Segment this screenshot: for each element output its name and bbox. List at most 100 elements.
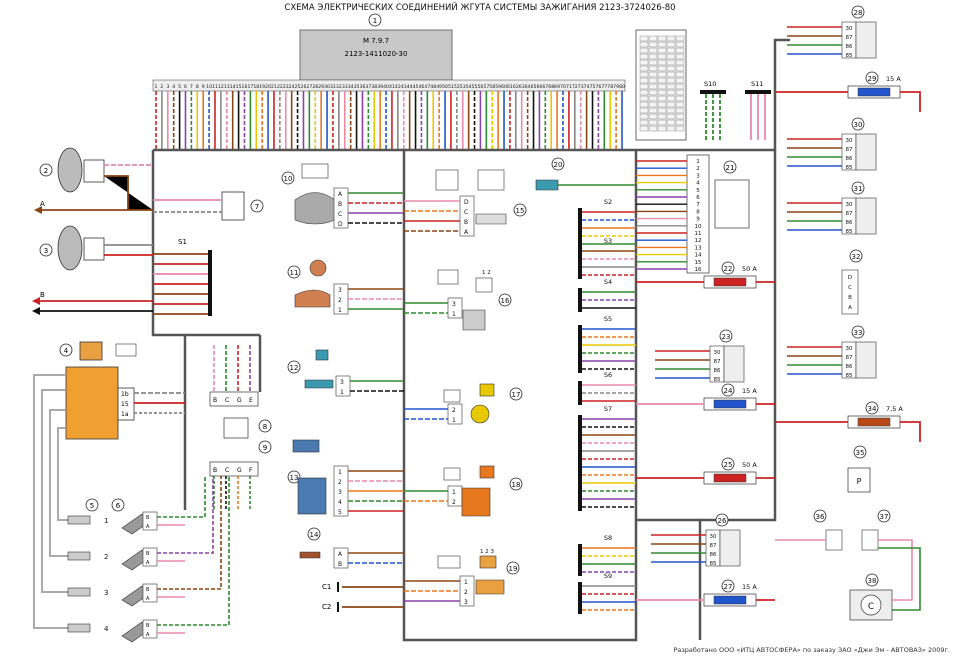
svg-text:A: A — [40, 200, 45, 208]
pin-a: A — [146, 524, 150, 530]
svg-text:B: B — [213, 397, 217, 404]
connector-19-plug — [437, 555, 461, 569]
pinout-cell — [675, 101, 685, 108]
ecu-pin-42: 42 — [395, 84, 401, 90]
connector-21-pin: 16 — [695, 267, 702, 273]
svg-text:21: 21 — [726, 164, 735, 172]
callout-28-label: 28 — [854, 9, 863, 17]
relay-33-body — [855, 341, 877, 379]
pinout-cell — [666, 83, 676, 90]
pinout-cell — [657, 53, 667, 60]
relay-pin: 85 — [710, 561, 717, 567]
connector-17-socket — [479, 383, 495, 397]
splice-s2-bus — [578, 208, 582, 248]
callout-37 — [877, 509, 891, 523]
ecu-pin-20: 20 — [265, 84, 271, 90]
splice-s1: S1 — [153, 238, 212, 316]
ecu-pin-33: 33 — [342, 84, 348, 90]
callout-30 — [851, 117, 865, 131]
connector-21-pin: 8 — [696, 209, 700, 215]
connector-32-pin: C — [848, 285, 852, 291]
pin-b: B — [146, 551, 150, 557]
sensor-14-body — [299, 551, 321, 559]
splice-s2-label: S2 — [604, 198, 612, 206]
relay-31-body — [855, 197, 877, 235]
sensor-12-connector — [315, 349, 329, 361]
pinout-cell — [666, 41, 676, 48]
pinout-cell — [648, 35, 658, 42]
pinout-cell — [639, 41, 649, 48]
ecu-pin-37: 37 — [365, 84, 371, 90]
fuse-output-wire — [900, 421, 921, 442]
splice-s3-label: S3 — [604, 237, 612, 245]
splice-s7-bus — [578, 415, 582, 511]
ecu-pin-79: 79 — [613, 84, 619, 90]
relay-pin: 85 — [846, 229, 853, 235]
ecu-pin-41: 41 — [389, 84, 395, 90]
sensor-20-body — [535, 179, 559, 191]
cylinder-number: 3 — [104, 589, 108, 597]
pinout-cell — [675, 35, 685, 42]
ecu-pin-77: 77 — [601, 84, 607, 90]
sensor-16-body — [462, 309, 486, 331]
pinout-cell — [666, 113, 676, 120]
svg-text:4: 4 — [64, 347, 69, 355]
ecu-pin-67: 67 — [542, 84, 548, 90]
sensor-2: 2 — [39, 147, 153, 211]
connector-21-pin: 2 — [696, 166, 700, 172]
ecu-pin-43: 43 — [401, 84, 407, 90]
ecu-pin-6: 6 — [184, 84, 187, 90]
callout-27-label: 27 — [724, 583, 733, 591]
ecu-pin-68: 68 — [548, 84, 554, 90]
pinout-cell — [666, 101, 676, 108]
svg-text:C2: C2 — [322, 603, 331, 611]
connector-pin: 3 — [340, 379, 344, 386]
ecu-pin-50: 50 — [442, 84, 448, 90]
pinout-cell — [648, 53, 658, 60]
ecu-pin-73: 73 — [578, 84, 584, 90]
ecu-pin-40: 40 — [383, 84, 389, 90]
connector-pin: A — [338, 191, 343, 198]
pinout-cell — [639, 35, 649, 42]
fuse-34-rating: 7,5 A — [886, 405, 903, 413]
ecu-pin-78: 78 — [607, 84, 613, 90]
svg-text:5: 5 — [90, 502, 94, 510]
ecu-pin-24: 24 — [289, 84, 295, 90]
sensor-connector — [447, 297, 463, 319]
connector-pin: 4 — [338, 499, 342, 506]
ecu-pin-69: 69 — [554, 84, 560, 90]
callout-19-label: 19 — [509, 565, 518, 573]
pinout-cell — [675, 89, 685, 96]
ecu-pin-47: 47 — [424, 84, 430, 90]
callout-22 — [721, 261, 735, 275]
pinout-cell — [666, 89, 676, 96]
connector-16-socket — [475, 277, 493, 293]
relay-pin: 86 — [846, 156, 853, 162]
ecu-pin-30: 30 — [324, 84, 330, 90]
capacitors: C1 C2 — [322, 582, 404, 612]
fuse-34-element — [857, 417, 891, 427]
ecu-pinout-connector — [635, 29, 687, 141]
callout-35-label: 35 — [856, 449, 865, 457]
callout-38-label: 38 — [868, 577, 877, 585]
connector-32-pin: D — [848, 275, 852, 281]
connector-pin: 1 — [340, 389, 344, 396]
pinout-cell — [639, 89, 649, 96]
sensor-13-body — [297, 477, 327, 515]
arrow-a: A — [34, 200, 128, 214]
relay-23-body — [723, 345, 745, 383]
pinout-cell — [657, 119, 667, 126]
pinout-cell — [648, 71, 658, 78]
sensor-13-connector — [292, 439, 320, 453]
relay-pin: 30 — [846, 138, 853, 144]
sensor-11-head — [309, 259, 327, 277]
connector-15-plug — [435, 169, 459, 191]
ecu-pin-51: 51 — [448, 84, 454, 90]
pin-b: B — [146, 587, 150, 593]
ecu-pin-75: 75 — [590, 84, 596, 90]
relay-pin: 86 — [846, 44, 853, 50]
fuse-22-element — [713, 277, 747, 287]
callout-13 — [287, 470, 301, 484]
spark-plug — [67, 623, 91, 633]
